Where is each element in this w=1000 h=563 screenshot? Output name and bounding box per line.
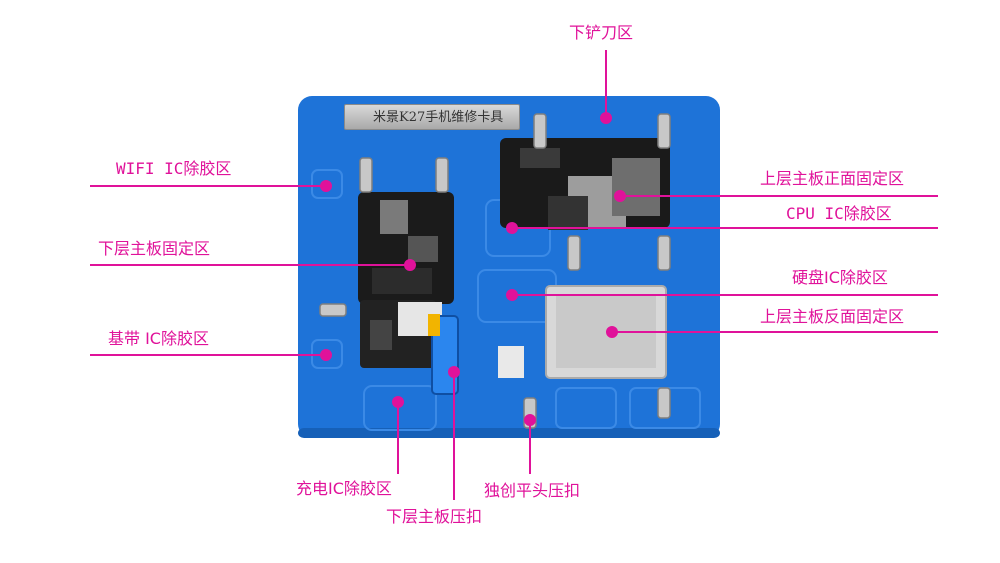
callout-lower-shovel: 下铲刀区 (569, 23, 634, 42)
screw-posts (319, 113, 671, 429)
callout-lines (90, 50, 938, 500)
callout-upper-board-back: 上层主板反面固定区 (760, 307, 905, 326)
upper-main-board (500, 138, 670, 230)
plate-brand-label: 米景K27手机维修卡具 (344, 104, 520, 130)
plate-bottom-edge (298, 428, 720, 438)
callout-lower-board-clamp: 下层主板压扣 (386, 507, 483, 526)
callout-lower-board-fixing: 下层主板固定区 (98, 239, 211, 258)
small-chip-block (498, 346, 524, 378)
callout-cpu-ic: CPU IC除胶区 (786, 204, 892, 223)
lower-main-board (358, 192, 454, 368)
callout-storage-ic: 硬盘IC除胶区 (792, 268, 888, 287)
callout-flat-clamp: 独创平头压扣 (484, 481, 581, 500)
callout-baseband-ic: 基带 IC除胶区 (108, 329, 209, 348)
callout-wifi-ic: WIFI IC除胶区 (116, 159, 232, 178)
callout-charging-ic: 充电IC除胶区 (296, 479, 392, 498)
callout-upper-board-front: 上层主板正面固定区 (760, 169, 905, 188)
